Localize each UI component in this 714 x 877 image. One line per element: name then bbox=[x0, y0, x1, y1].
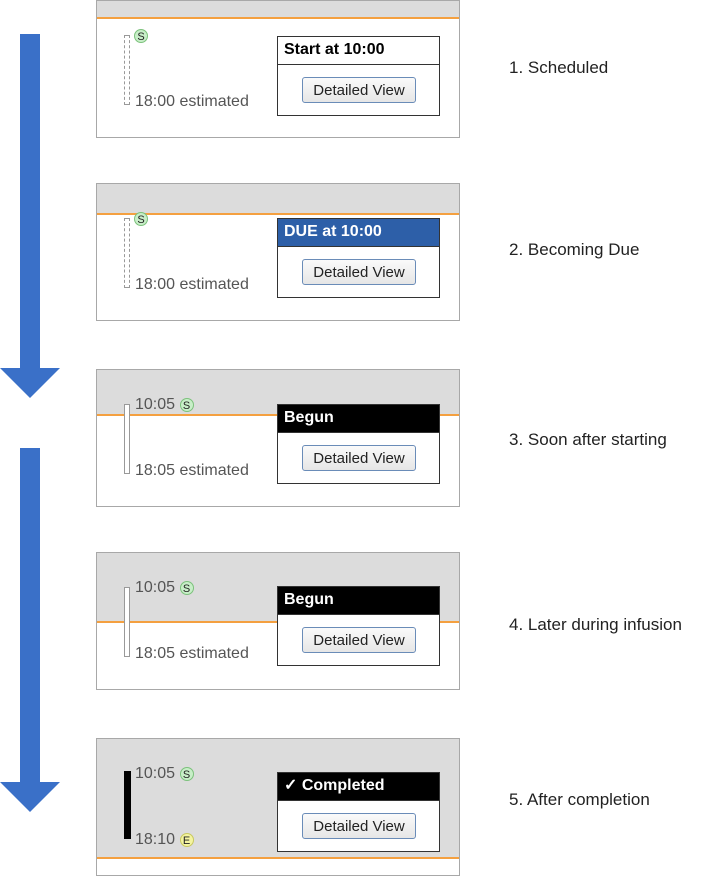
start-marker: 10:05 S bbox=[135, 765, 194, 783]
start-badge-icon: S bbox=[179, 580, 194, 595]
status-header: Start at 10:00 bbox=[278, 37, 439, 65]
end-badge-icon: E bbox=[179, 832, 194, 847]
status-card: Begun Detailed View bbox=[277, 586, 440, 666]
status-card: ✓ Completed Detailed View bbox=[277, 772, 440, 852]
start-marker: S bbox=[134, 210, 148, 228]
end-time: 18:00 estimated bbox=[135, 276, 249, 293]
end-time: 18:05 estimated bbox=[135, 462, 249, 479]
past-region bbox=[97, 1, 459, 18]
detailed-view-button[interactable]: Detailed View bbox=[302, 627, 416, 653]
step-label: 4. Later during infusion bbox=[509, 615, 682, 634]
step-label: 2. Becoming Due bbox=[509, 240, 640, 259]
timeline-arrow-1 bbox=[0, 34, 60, 398]
current-time-line bbox=[97, 17, 459, 19]
status-header: ✓ Completed bbox=[278, 773, 439, 801]
past-region bbox=[97, 184, 459, 214]
timeline-arrow-2 bbox=[0, 448, 60, 812]
start-badge-icon: S bbox=[134, 28, 148, 43]
infusion-bar bbox=[124, 35, 130, 105]
infusion-bar bbox=[124, 404, 130, 474]
detailed-view-button[interactable]: Detailed View bbox=[302, 445, 416, 471]
detailed-view-button[interactable]: Detailed View bbox=[302, 813, 416, 839]
detailed-view-button[interactable]: Detailed View bbox=[302, 77, 416, 103]
current-time-line bbox=[97, 213, 459, 215]
start-marker: S bbox=[134, 27, 148, 45]
status-card: Begun Detailed View bbox=[277, 404, 440, 484]
end-marker: 18:10 E bbox=[135, 831, 194, 849]
end-time: 18:05 estimated bbox=[135, 645, 249, 662]
panel-completed: 10:05 S 18:10 E ✓ Completed Detailed Vie… bbox=[96, 738, 460, 876]
start-marker: 10:05 S bbox=[135, 579, 194, 597]
start-marker: 10:05 S bbox=[135, 396, 194, 414]
step-label: 5. After completion bbox=[509, 790, 650, 809]
status-header: Begun bbox=[278, 405, 439, 433]
status-card: DUE at 10:00 Detailed View bbox=[277, 218, 440, 298]
status-header: Begun bbox=[278, 587, 439, 615]
step-label: 1. Scheduled bbox=[509, 58, 609, 77]
infusion-bar bbox=[124, 587, 130, 657]
panel-begun-later: 10:05 S 18:05 estimated Begun Detailed V… bbox=[96, 552, 460, 690]
panel-due: S 18:00 estimated DUE at 10:00 Detailed … bbox=[96, 183, 460, 321]
start-badge-icon: S bbox=[134, 211, 148, 226]
status-header: DUE at 10:00 bbox=[278, 219, 439, 247]
start-time: 10:05 bbox=[135, 579, 176, 596]
start-badge-icon: S bbox=[179, 766, 194, 781]
panel-begun-early: 10:05 S 18:05 estimated Begun Detailed V… bbox=[96, 369, 460, 507]
infusion-bar bbox=[124, 218, 130, 288]
end-time: 18:00 estimated bbox=[135, 93, 249, 110]
start-time: 10:05 bbox=[135, 396, 176, 413]
panel-scheduled: S 18:00 estimated Start at 10:00 Detaile… bbox=[96, 0, 460, 138]
step-label: 3. Soon after starting bbox=[509, 430, 667, 449]
end-time: 18:10 bbox=[135, 831, 176, 848]
infusion-bar bbox=[124, 771, 131, 839]
current-time-line bbox=[97, 857, 459, 859]
start-time: 10:05 bbox=[135, 765, 176, 782]
detailed-view-button[interactable]: Detailed View bbox=[302, 259, 416, 285]
status-card: Start at 10:00 Detailed View bbox=[277, 36, 440, 116]
start-badge-icon: S bbox=[179, 397, 194, 412]
